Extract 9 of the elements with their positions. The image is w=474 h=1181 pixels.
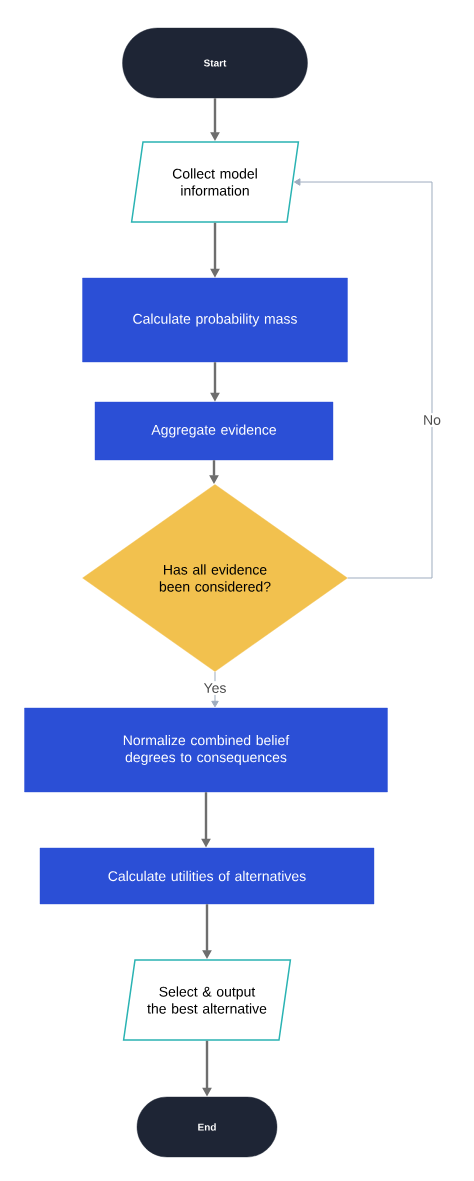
process-box: Calculate utilities of alternatives [39, 847, 375, 905]
input-output-parallelogram: Collect model information [130, 141, 300, 223]
input-output-parallelogram: Select & output the best alternative [122, 959, 292, 1041]
process-box: Calculate probability mass [82, 277, 348, 363]
process-box: Aggregate evidence [94, 401, 334, 461]
process-box: Normalize combined belief degrees to consequences [24, 707, 388, 793]
edge-label: Yes [201, 681, 229, 695]
edge-label: No [421, 413, 443, 427]
arrow [293, 178, 433, 579]
